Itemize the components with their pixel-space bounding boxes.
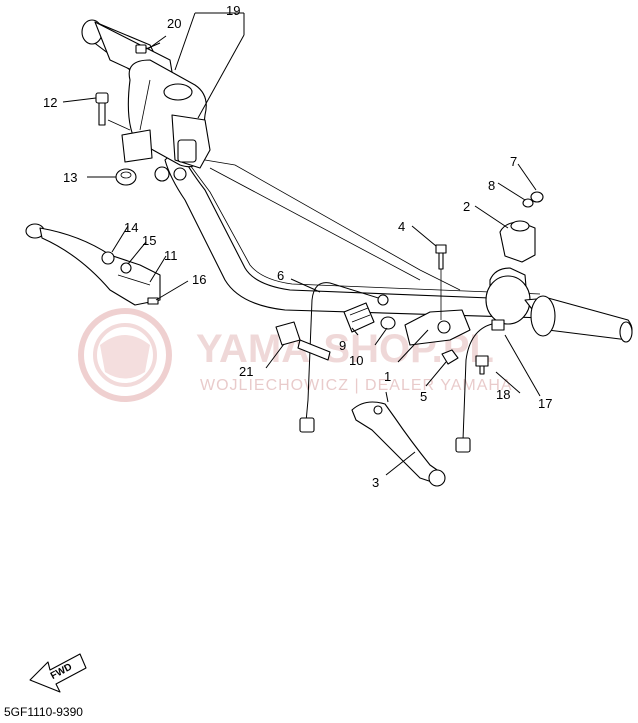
callout-15: 15 [142, 233, 156, 248]
callout-18: 18 [496, 387, 510, 402]
callout-3: 3 [372, 475, 379, 490]
callout-20: 20 [167, 16, 181, 31]
part-9-10 [343, 302, 396, 333]
bolt-12 [95, 92, 131, 131]
callout-12: 12 [43, 95, 57, 110]
clamp-21 [275, 321, 331, 361]
callout-14: 14 [124, 220, 138, 235]
callout-21: 21 [239, 364, 253, 379]
callout-16: 16 [192, 272, 206, 287]
callout-6: 6 [277, 268, 284, 283]
callout-2: 2 [463, 199, 470, 214]
callout-labels: 19 20 12 13 14 15 11 16 7 8 2 4 6 9 10 2… [43, 3, 552, 490]
right-grip [524, 295, 633, 343]
switch-cable [455, 323, 493, 453]
watermark-tagline: WOJLIECHOWICZ | DEALER YAMAHA [200, 377, 513, 394]
right-lever-bracket [404, 244, 471, 365]
leader-lines [62, 12, 541, 476]
callout-8: 8 [488, 178, 495, 193]
right-lever [351, 401, 446, 487]
nut-13 [115, 168, 137, 186]
fwd-arrow-icon: FWD [29, 653, 87, 693]
callout-1: 1 [384, 369, 391, 384]
watermark-logo-icon [78, 308, 172, 402]
callout-9: 9 [339, 338, 346, 353]
callout-10: 10 [349, 353, 363, 368]
callout-17: 17 [538, 396, 552, 411]
left-grip-assembly [81, 19, 211, 182]
callout-4: 4 [398, 219, 405, 234]
diagram-code: 5GF1110-9390 [4, 705, 83, 719]
right-switch-assembly [485, 191, 544, 331]
callout-7: 7 [510, 154, 517, 169]
callout-13: 13 [63, 170, 77, 185]
left-lever-assembly [25, 223, 161, 306]
callout-5: 5 [420, 389, 427, 404]
callout-11: 11 [164, 248, 178, 263]
cable-6 [299, 282, 389, 433]
callout-19: 19 [226, 3, 240, 18]
